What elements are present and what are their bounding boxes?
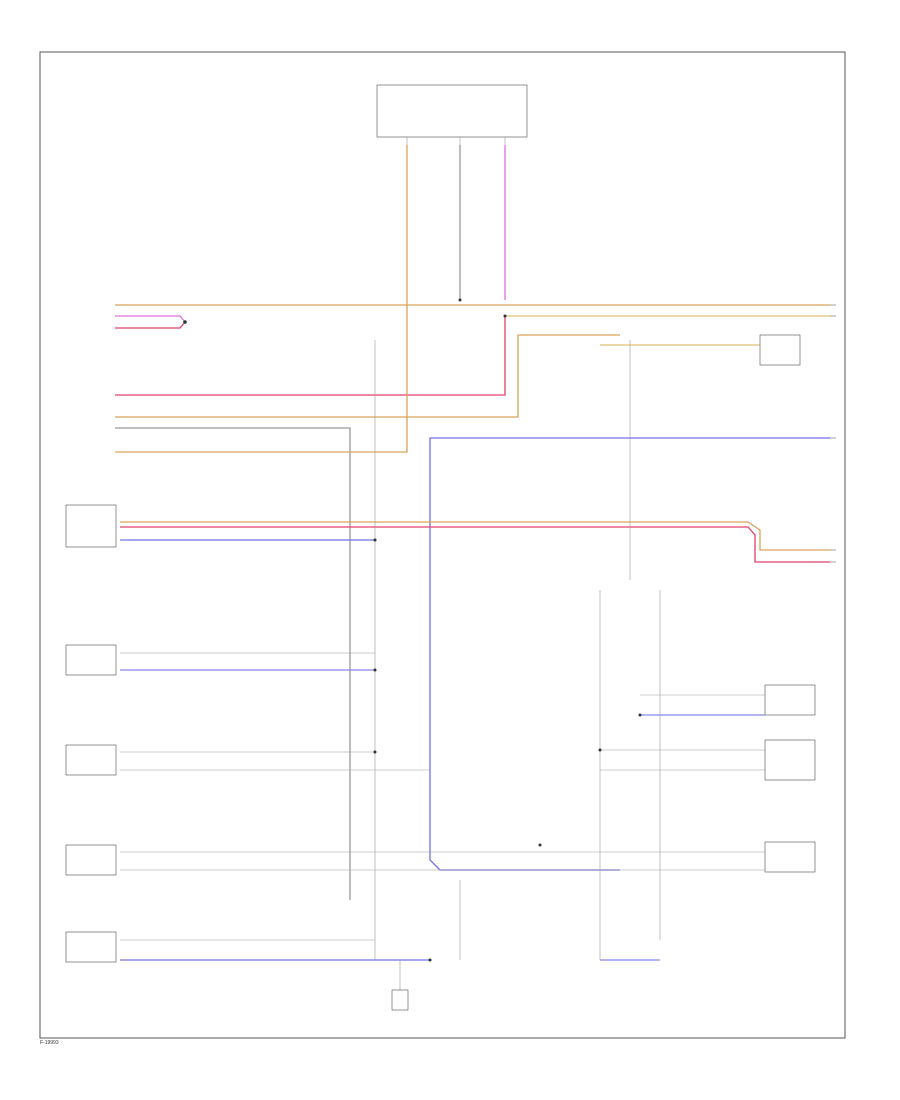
diagram-frame xyxy=(39,51,846,1039)
top-module-pins xyxy=(406,137,506,145)
wire-pink-right xyxy=(120,526,830,563)
wire-magenta-bus xyxy=(115,315,186,323)
right-module-2 xyxy=(764,684,816,716)
left-module-4 xyxy=(65,844,117,876)
right-module-1 xyxy=(759,334,801,366)
left-module-1 xyxy=(65,504,117,548)
left-module-5 xyxy=(65,931,117,963)
wire-pink-loop xyxy=(115,316,506,396)
wire-gray-bus xyxy=(115,427,351,900)
page-id: F-19993 xyxy=(40,1040,59,1046)
wire-orange-right xyxy=(120,521,830,551)
right-module-3 xyxy=(764,739,816,781)
right-module-4 xyxy=(764,841,816,873)
wire-orange-return xyxy=(115,300,408,453)
wire-orange-loop xyxy=(115,334,620,418)
left-module-2 xyxy=(65,644,117,676)
splice-nodes xyxy=(183,298,642,962)
right-edge-terminals xyxy=(830,304,836,563)
top-module-box xyxy=(376,84,528,138)
wire-pink-bus-1 xyxy=(115,321,186,329)
ground-box xyxy=(391,989,409,1011)
left-module-3 xyxy=(65,744,117,776)
